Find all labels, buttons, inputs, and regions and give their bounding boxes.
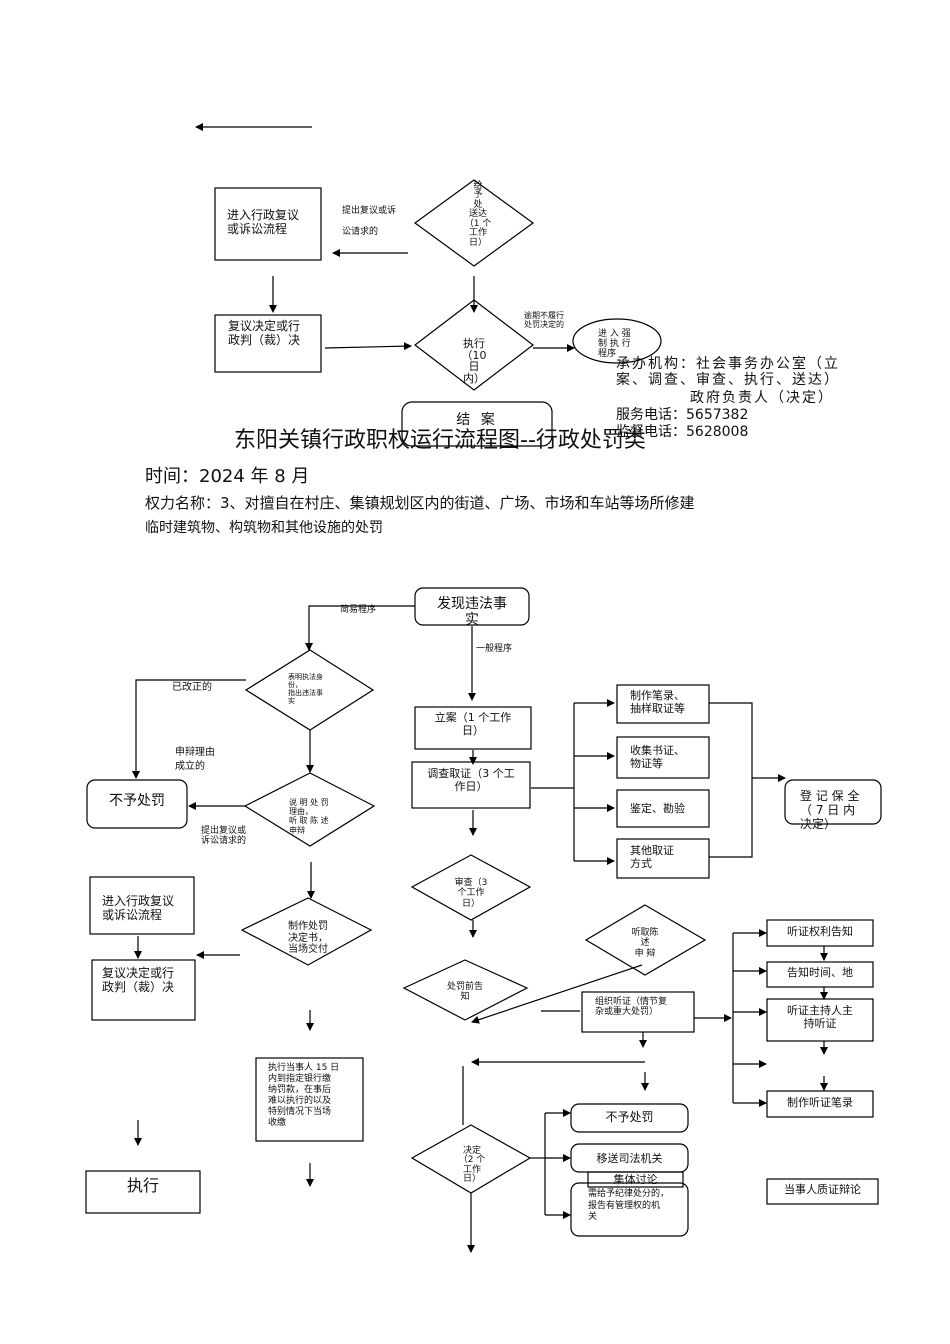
- box-review-decision-left: [91, 959, 196, 1021]
- top-close: 结 案: [456, 412, 498, 428]
- box-hearing: [581, 991, 695, 1033]
- diamond-execute: [414, 299, 534, 391]
- agency-info: 承办机构：社会事务办公室（立 案、调查、审查、执行、送达）: [616, 356, 840, 389]
- d2b: 集体讨论: [613, 1174, 658, 1186]
- h1: 听证权利告知: [787, 925, 853, 938]
- h3: 听证主持人主 持听证: [787, 1004, 853, 1030]
- line-evidence-merge: [709, 702, 753, 858]
- diamond-make-decision: [240, 897, 373, 966]
- debate: 当事人质证辩论: [784, 1183, 861, 1196]
- power-name-cont: 临时建筑物、构筑物和其他设施的处罚: [145, 520, 383, 536]
- audit: 审查（3 个工作 日）: [454, 878, 488, 909]
- top-review-decision: 复议决定或行 政判（裁）决: [228, 319, 301, 347]
- box-d1: [570, 1103, 689, 1133]
- diamond-audit: [410, 854, 532, 921]
- top-appeal-label: 提出复议或诉 讼请求的: [342, 206, 397, 237]
- box-debate: [766, 1178, 879, 1205]
- box-file-case: [414, 706, 532, 750]
- h4: 制作听证笔录: [787, 1096, 853, 1109]
- box-h3: [766, 998, 874, 1042]
- h2: 告知时间、地: [787, 966, 853, 979]
- box-register: [784, 779, 882, 825]
- page-title: 东阳关镇行政职权运行流程图--行政处罚类: [234, 428, 646, 453]
- box-ev3: [616, 789, 710, 828]
- execute-left: 执行: [126, 1176, 159, 1195]
- ev2: 收集书证、 物证等: [630, 744, 685, 770]
- power-name: 权力名称：3、对擅自在村庄、集镇规划区内的街道、广场、市场和车站等场所修建: [145, 494, 695, 512]
- discover-box: 发现违法事 实: [437, 596, 507, 629]
- box-admin-review-left: [89, 876, 195, 935]
- diamond-hear: [584, 904, 707, 976]
- box-ev1: [616, 684, 710, 724]
- d3: 需给予纪律处分的， 报告有管理权的机 关: [588, 1189, 670, 1223]
- admin-review-left: 进入行政复议 或诉讼流程: [102, 894, 175, 922]
- box-h1: [766, 919, 874, 947]
- pre-notice: 处罚前告 知: [446, 982, 483, 1003]
- box-execute-left: [85, 1170, 201, 1214]
- defense-ok-label: 申辩理由 成立的: [175, 747, 215, 772]
- decide: 决定 （2 个 工作 日）: [458, 1146, 486, 1185]
- top-enforce: 进 入 强 制 执 行 程序: [598, 329, 631, 359]
- top-execute: 执行 （10 日 内）: [461, 337, 487, 385]
- make-decision: 制作处罚 决定书， 当场交付: [288, 921, 328, 955]
- hear-statement: 听取陈 述 申 辩: [631, 928, 659, 959]
- review-decision-left: 复议决定或行 政判（裁）决: [102, 966, 175, 994]
- box-h2: [766, 961, 874, 988]
- arrow-simple: [305, 605, 415, 651]
- arrow-corrected: [132, 679, 246, 779]
- top-overdue: 逾期不履行 处罚决定的: [524, 311, 564, 330]
- box-close: [401, 401, 553, 447]
- box-review-decision-top: [214, 314, 322, 373]
- d1: 不予处罚: [605, 1110, 654, 1124]
- box-h4: [766, 1090, 874, 1118]
- box-d2b: [587, 1171, 684, 1188]
- supervise-phone: 监督电话：5628008: [616, 424, 749, 440]
- ev4: 其他取证 方式: [630, 844, 674, 870]
- box-d3: [570, 1182, 689, 1237]
- ev1: 制作笔录、 抽样取证等: [630, 689, 685, 715]
- corrected-label: 已改正的: [172, 682, 212, 693]
- service-phone: 服务电话：5657382: [616, 407, 749, 423]
- file-case: 立案（1 个工作 日）: [434, 711, 512, 737]
- pay-box: 执行当事人 15 日 内到指定银行缴 纳罚款，在事后 难以执行的以及 特别情况下…: [268, 1063, 340, 1128]
- diamond-pre-notice: [402, 959, 529, 1021]
- hearing: 组织听证（情节复 杂或重大处罚）: [595, 997, 668, 1018]
- box-ev2: [616, 736, 710, 779]
- box-ev4: [616, 838, 710, 879]
- diamond-explain: [243, 772, 376, 847]
- diamond-deliver: [413, 179, 535, 267]
- show-id: 表明执法身 份， 指出违法事 实: [288, 673, 323, 706]
- simple-procedure: 简易程序: [340, 605, 377, 615]
- top-deliver: 给 予 处 送达 （1 个 工作 日）: [464, 181, 492, 248]
- time-label: 时间：2024 年 8 月: [145, 466, 310, 487]
- appeal-left: 提出复议或 诉讼请求的: [201, 826, 247, 847]
- arrow-hear-to-notice: [471, 964, 643, 1024]
- ev3: 鉴定、勘验: [630, 802, 685, 815]
- no-penalty-left: 不予处罚: [109, 793, 165, 809]
- box-pay: [255, 1057, 364, 1142]
- explain-diamond: 说 明 处 罚 理由， 听 取 陈 述 申辩: [289, 798, 329, 835]
- arrow-review-to-execute: [324, 342, 412, 351]
- top-admin-review: 进入行政复议 或诉讼流程: [227, 208, 300, 236]
- investigate: 调查取证（3 个工 作日）: [427, 767, 515, 793]
- box-investigate: [411, 761, 531, 809]
- register-box: 登 记 保 全 （ 7 日 内 决定）: [800, 789, 860, 831]
- ellipse-enforce: [572, 318, 662, 364]
- box-no-penalty-left: [86, 779, 188, 829]
- general-procedure: 一般程序: [476, 644, 513, 654]
- d2: 移送司法机关: [596, 1152, 663, 1165]
- box-admin-review-top: [214, 187, 322, 261]
- responsible-info: 政府负责人（决定）: [690, 390, 834, 406]
